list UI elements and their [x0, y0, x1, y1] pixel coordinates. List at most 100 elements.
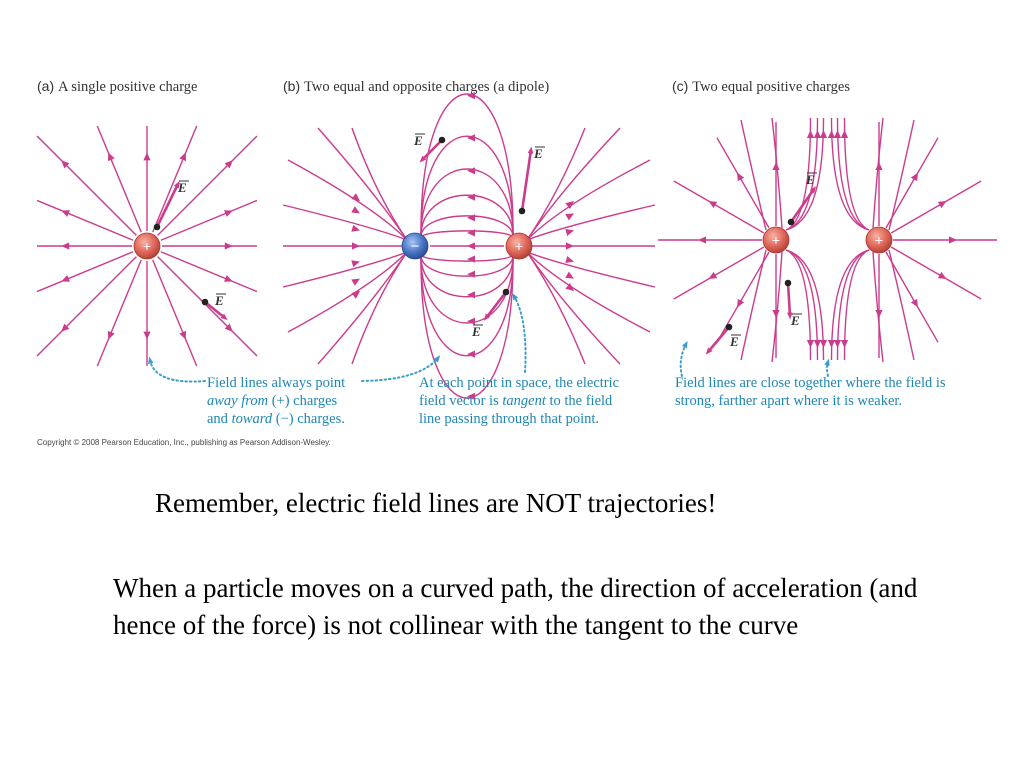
vector-a2 [204, 300, 228, 321]
field-line-arrowhead [351, 278, 360, 286]
caption-field-direction-line1: Field lines always point [207, 375, 346, 391]
charge-c-positive-left: + [762, 226, 790, 254]
field-line [287, 159, 408, 241]
field-line [526, 127, 586, 241]
field-line-arrowhead [467, 317, 475, 325]
field-line [420, 230, 514, 239]
field-line [420, 253, 514, 262]
panel-c-title: (c) Two equal positive charges [672, 78, 850, 96]
field-lines-figure: (a) A single positive charge (b) Two equ… [36, 78, 997, 447]
field-line [836, 117, 870, 231]
field-line [785, 249, 819, 361]
vector-c1 [789, 186, 817, 223]
field-line-arrowhead [467, 350, 475, 358]
field-line-arrowhead [224, 210, 233, 217]
field-line [420, 253, 514, 357]
caption-tangent: At each point in space, the electric fie… [419, 374, 619, 428]
field-line [740, 119, 767, 231]
field-line [420, 93, 514, 239]
field-line-arrowhead [61, 160, 70, 169]
field-line [771, 251, 783, 363]
caption-italic-tangent: tangent [502, 393, 546, 409]
field-line-arrowhead [351, 193, 360, 202]
vector-c2 [786, 282, 793, 320]
field-line [526, 159, 651, 241]
field-line [785, 117, 812, 231]
charge-c-positive-right: + [865, 226, 893, 254]
panel-a-tag: (a) [37, 78, 55, 94]
slide-paragraph: When a particle moves on a curved path, … [113, 573, 918, 640]
field-line [36, 199, 134, 241]
field-line [673, 180, 765, 234]
field-line [890, 246, 982, 300]
field-line-arrowhead [813, 340, 822, 348]
pointer-to-tangent [512, 292, 527, 373]
field-line [888, 249, 915, 361]
field-line-arrowhead [565, 229, 574, 237]
caption-italic-away: away from [207, 393, 269, 409]
field-line-arrowhead [107, 152, 115, 162]
field-line-arrowhead [910, 298, 918, 308]
positive-sign: + [515, 238, 523, 254]
field-line-arrowhead [875, 162, 883, 170]
field-line-arrowhead [224, 323, 233, 332]
caption-density: Field lines are close together where the… [675, 374, 946, 410]
panel-b-title: (b) Two equal and opposite charges (a di… [283, 78, 549, 96]
panel-c-title-text: Two equal positive charges [692, 79, 850, 95]
panel-c-field-lines [658, 117, 997, 363]
field-line-arrowhead [565, 283, 574, 291]
caption-density-line1: Field lines are close together where the… [675, 375, 946, 391]
caption-text: to the field [545, 393, 613, 409]
field-line-arrowhead [467, 193, 475, 201]
vector-b2 [520, 146, 534, 212]
field-line-arrowhead [910, 172, 918, 182]
field-line-arrowhead [351, 290, 360, 299]
vector-label: E [471, 324, 481, 339]
slide-heading: Remember, electric field lines are NOT t… [155, 488, 717, 518]
caption-italic-toward: toward [231, 411, 273, 427]
field-line-arrowhead [467, 134, 475, 142]
field-line-arrowhead [813, 130, 822, 138]
field-line [96, 125, 142, 233]
vector-b1 [419, 139, 443, 163]
negative-sign: − [411, 238, 420, 255]
field-line [673, 246, 765, 300]
field-line-arrowhead [737, 172, 745, 182]
field-line [287, 251, 408, 333]
field-line-arrowhead [224, 275, 233, 282]
vector-points [153, 136, 795, 331]
field-line-arrowhead [467, 229, 475, 237]
field-line-arrowhead [143, 152, 151, 161]
vector-label: E [413, 133, 423, 148]
field-line-arrowhead [467, 270, 475, 278]
field-line [872, 117, 884, 229]
vector-label: E [805, 172, 815, 187]
field-line-arrowhead [806, 130, 815, 138]
field-line [888, 119, 915, 231]
field-line [872, 251, 884, 363]
positive-sign: + [143, 238, 151, 254]
field-line-arrowhead [819, 130, 828, 138]
caption-density-line2: strong, farther apart where it is weaker… [675, 393, 903, 409]
field-line-arrowhead [937, 201, 947, 209]
vector-label: E [790, 313, 800, 328]
caption-text: (−) charges. [272, 411, 345, 427]
field-line-arrowhead [565, 255, 574, 263]
caption-field-direction: Field lines always point away from (+) c… [207, 374, 345, 428]
field-line [36, 251, 134, 293]
vector-b3 [483, 291, 508, 321]
field-line-arrowhead [61, 210, 70, 217]
field-line [420, 253, 514, 298]
field-line-arrowhead [737, 298, 745, 308]
vector-label: E [214, 293, 224, 308]
field-line-arrowhead [61, 275, 70, 282]
panel-a-title-text: A single positive charge [58, 79, 198, 95]
field-diagram-svg: E E E E E E E E + − + [36, 92, 997, 400]
panel-c-tag: (c) [672, 78, 689, 94]
field-line [157, 135, 258, 236]
field-line-arrowhead [875, 310, 883, 318]
field-line [740, 249, 767, 361]
field-line-arrowhead [833, 130, 842, 138]
field-line-arrowhead [467, 167, 475, 175]
field-line-arrowhead [840, 130, 849, 138]
